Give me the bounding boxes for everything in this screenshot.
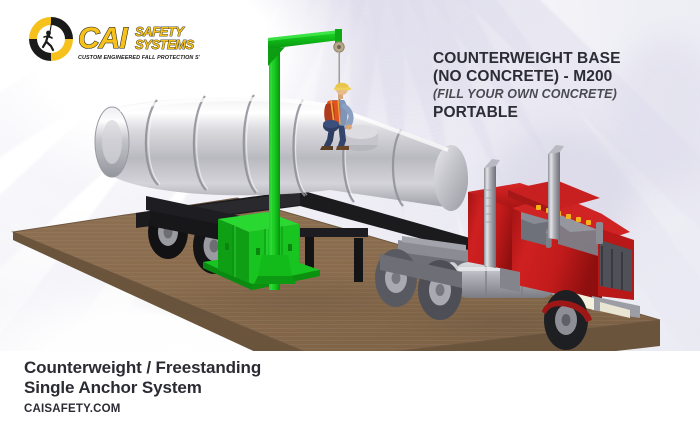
footer-title-line-2: Single Anchor System [24,378,202,397]
logo-main-text: CAI [78,22,128,55]
headline-line-2: (NO CONCRETE) - M200 [433,68,613,85]
green-davit-mast [254,42,296,290]
footer-title-line-1: Counterweight / Freestanding [24,358,262,377]
cai-safety-systems-logo[interactable]: CAI SAFETY SYSTEMS CUSTOM ENGINEERED FAL… [22,12,200,66]
tractor-hood-grille [570,228,640,318]
tank-barrel [94,97,469,211]
footer-block: Counterweight / Freestanding Single Anch… [24,358,424,417]
logo-tagline: CUSTOM ENGINEERED FALL PROTECTION SYSTEM… [78,55,200,61]
red-semi-tractor [398,145,640,318]
headline-line-3: (FILL YOUR OWN CONCRETE) [433,87,617,101]
tanker-manway-hatch [344,125,378,151]
climber-in-ring-logo-icon [29,17,73,61]
logo-sub-line2: SYSTEMS [135,37,194,52]
tank-ring-stiffeners [144,94,404,207]
silver-tanker-trailer [94,94,470,282]
tractor-wheels [375,249,592,350]
chrome-exhaust-stacks [484,145,564,268]
footer-website[interactable]: CAISAFETY.COM [24,403,121,415]
cab-windows [521,212,598,256]
footer-band [0,351,700,437]
logo-sub-line1: SAFETY [135,24,185,39]
green-davit-boom-arm [268,29,342,66]
background-blob-top [354,12,474,102]
headline-line-1: COUNTERWEIGHT BASE [433,50,621,67]
headline-block: COUNTERWEIGHT BASE (NO CONCRETE) - M200 … [433,50,695,122]
headline-line-4: PORTABLE [433,104,518,121]
worker-figure-with-harness [320,82,354,150]
green-davit-anchor-system [203,29,345,290]
boom-tip-pulley [333,41,345,53]
